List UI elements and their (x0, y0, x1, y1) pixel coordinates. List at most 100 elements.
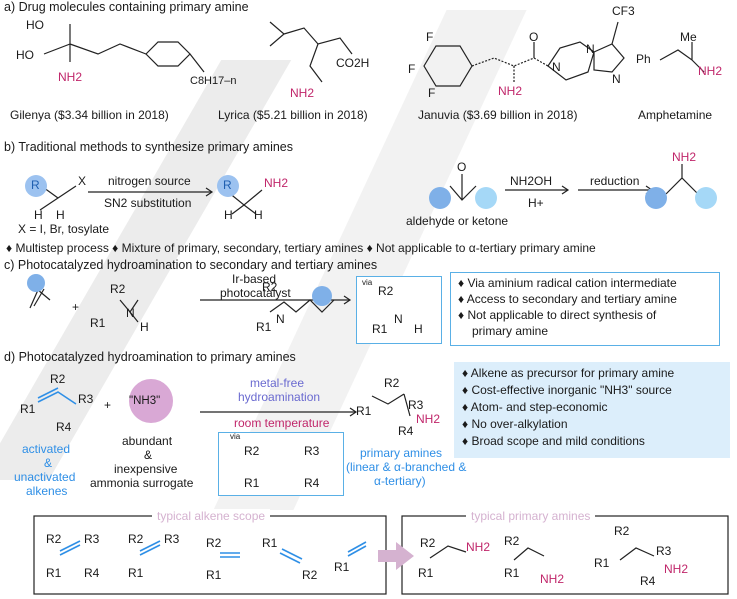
section-c-title: c) Photocatalyzed hydroamination to seco… (4, 258, 378, 272)
atom-r2: R2 (46, 532, 62, 546)
product-label: primary amines (360, 446, 443, 460)
plus-sign: + (104, 398, 112, 412)
reagent-hplus: H+ (528, 196, 544, 210)
atom-ph: Ph (636, 52, 651, 66)
atom-r2: R2 (420, 536, 436, 550)
alkene-label: activated (22, 442, 71, 456)
atom-r: R (223, 178, 232, 192)
atom-nh2: NH2 (466, 540, 491, 554)
atom-nh2: NH2 (290, 86, 315, 100)
atom-r3: R3 (84, 532, 100, 546)
plus-sign: + (72, 300, 80, 314)
atom-r4: R4 (304, 476, 320, 490)
atom-r1: R1 (594, 556, 610, 570)
atom-ho: HO (26, 18, 44, 32)
atom-r1: R1 (256, 320, 272, 334)
atom-nh2: NH2 (58, 70, 83, 84)
catalyst-photocatalyst: photocatalyst (220, 286, 291, 300)
atom-r1: R1 (90, 316, 106, 330)
leaving-group-definition: X = I, Br, tosylate (18, 222, 110, 236)
drug-name-gilenya: Gilenya ($3.34 billion in 2018) (10, 108, 169, 122)
atom-h: H (414, 322, 423, 336)
section-d-bullet: ♦ Cost-effective inorganic "NH3" source (462, 383, 672, 397)
atom-nh2: NH2 (264, 176, 289, 190)
atom-r4: R4 (56, 420, 72, 434)
atom-f: F (426, 30, 434, 44)
section-c-bullet: ♦ Access to secondary and tertiary amine (458, 292, 677, 306)
atom-r2: R2 (262, 280, 278, 294)
atom-r1: R1 (418, 566, 434, 580)
section-c-bullet: ♦ Not applicable to direct synthesis of (458, 308, 657, 322)
atom-f: F (428, 86, 436, 100)
atom-r1: R1 (20, 402, 36, 416)
atom-r3: R3 (304, 444, 320, 458)
reagent-nh2oh: NH2OH (510, 174, 553, 188)
alkene-scope-label: typical alkene scope (152, 509, 271, 523)
atom-n: N (612, 72, 621, 86)
atom-r1: R1 (262, 536, 278, 550)
atom-n: N (126, 306, 135, 320)
atom-r2: R2 (504, 534, 520, 548)
nh3-description: abundant (122, 434, 173, 448)
drug-name-lyrica: Lyrica ($5.21 billion in 2018) (218, 108, 368, 122)
atom-r2: R2 (128, 532, 144, 546)
atom-r4: R4 (398, 424, 414, 438)
alkene-label: & (44, 456, 53, 470)
section-d-title: d) Photocatalyzed hydroamination to prim… (4, 350, 296, 364)
product-label: (linear & α-branched & (346, 460, 467, 474)
reagent-nitrogen-source: nitrogen source (108, 174, 191, 188)
atom-h: H (224, 208, 233, 222)
atom-r3: R3 (408, 398, 424, 412)
atom-nh2: NH2 (416, 412, 441, 426)
atom-r2: R2 (110, 282, 126, 296)
catalyst-ir: Ir-based (232, 272, 277, 286)
atom-h: H (254, 208, 263, 222)
atom-r1: R1 (206, 568, 222, 582)
reagent-reduction: reduction (590, 174, 640, 188)
section-a-title: a) Drug molecules containing primary ami… (4, 0, 249, 14)
atom-r1: R1 (356, 404, 372, 418)
primary-amines-label: typical primary amines (466, 509, 596, 523)
atom-r1: R1 (244, 476, 260, 490)
drug-name-amphetamine: Amphetamine (638, 108, 713, 122)
atom-r1: R1 (372, 322, 388, 336)
atom-x: X (78, 174, 87, 188)
atom-nh2: NH2 (540, 572, 565, 586)
traditional-drawbacks: ♦ Multistep process ♦ Mixture of primary… (6, 241, 596, 255)
atom-r1: R1 (128, 566, 144, 580)
nh3-description: ammonia surrogate (90, 476, 194, 490)
intermediate-box (356, 276, 442, 344)
nh3-description: & (144, 448, 153, 462)
atom-f: F (408, 62, 416, 76)
atom-r2: R2 (244, 444, 260, 458)
atom-r3: R3 (656, 544, 672, 558)
atom-o: O (529, 30, 539, 44)
atom-n: N (394, 312, 403, 326)
atom-h: H (140, 320, 149, 334)
atom-cf3: CF3 (612, 4, 635, 18)
condition-hydroamination: hydroamination (238, 390, 321, 404)
nh3-source: "NH3" (129, 395, 161, 407)
aldehyde-ketone-label: aldehyde or ketone (406, 214, 509, 228)
atom-h: H (34, 208, 43, 222)
atom-r1: R1 (46, 566, 62, 580)
atom-r3: R3 (164, 532, 180, 546)
atom-r4: R4 (84, 566, 100, 580)
via-label: via (230, 432, 241, 441)
atom-o: O (457, 160, 467, 174)
atom-nh2: NH2 (672, 150, 697, 164)
atom-r: R (31, 178, 40, 192)
atom-r2: R2 (384, 376, 400, 390)
atom-r1: R1 (334, 560, 350, 574)
atom-r2: R2 (50, 372, 66, 386)
section-d-bullet: ♦ No over-alkylation (462, 417, 568, 431)
section-c-notes-box (450, 272, 720, 346)
atom-me: Me (680, 30, 697, 44)
atom-h: H (56, 208, 65, 222)
atom-r3: R3 (78, 392, 94, 406)
atom-r2: R2 (206, 536, 222, 550)
section-d-bullet: ♦ Alkene as precursor for primary amine (462, 366, 675, 380)
section-b-title: b) Traditional methods to synthesize pri… (4, 140, 294, 154)
atom-r2: R2 (614, 524, 630, 538)
radical-intermediate-box (218, 432, 344, 496)
